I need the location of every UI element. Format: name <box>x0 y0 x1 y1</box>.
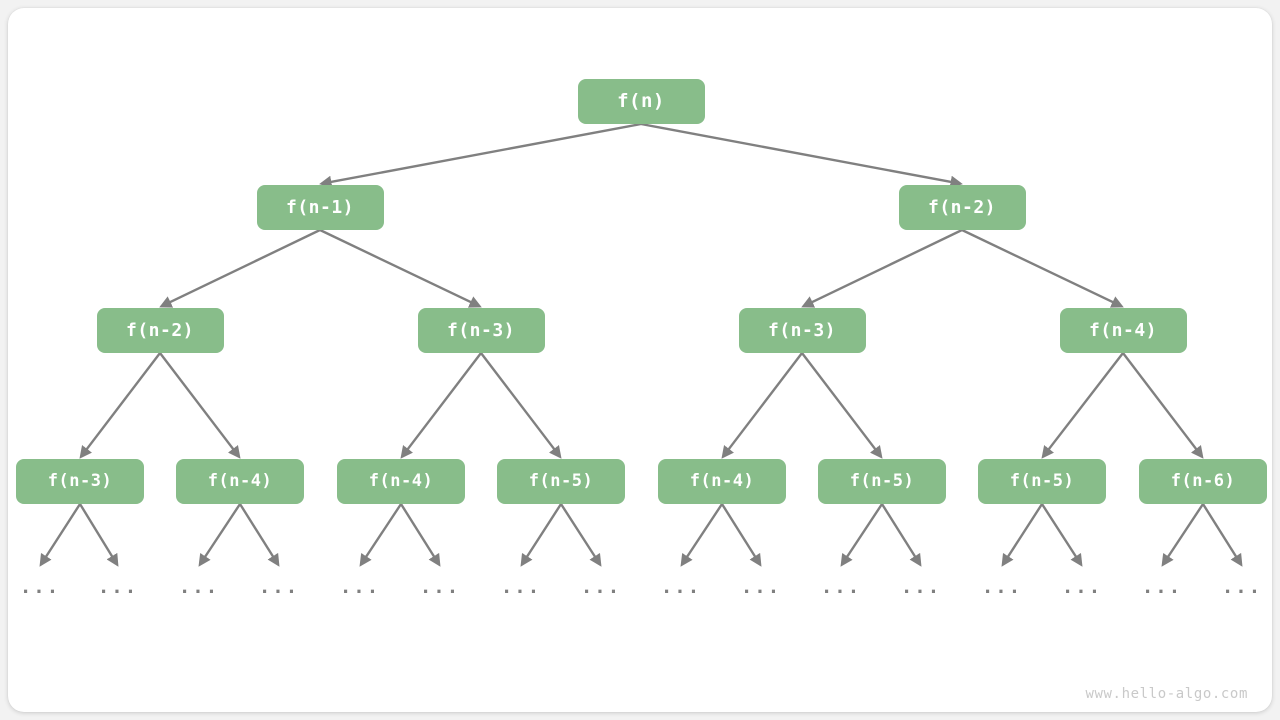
ellipsis-marker: ... <box>500 576 542 598</box>
ellipsis-marker: ... <box>900 576 942 598</box>
ellipsis-marker: ... <box>258 576 300 598</box>
tree-node: f(n-3) <box>16 458 144 504</box>
ellipsis-marker: ... <box>981 576 1023 598</box>
ellipsis-marker: ... <box>178 576 220 598</box>
tree-node: f(n-2) <box>898 184 1026 230</box>
tree-node: f(n-6) <box>1139 458 1267 504</box>
tree-node: f(n-5) <box>497 458 625 504</box>
ellipsis-marker: ... <box>1221 576 1263 598</box>
tree-node: f(n-5) <box>818 458 946 504</box>
tree-node: f(n-4) <box>658 458 786 504</box>
ellipsis-marker: ... <box>1061 576 1103 598</box>
ellipsis-marker: ... <box>19 576 61 598</box>
tree-node: f(n-1) <box>256 184 384 230</box>
ellipsis-marker: ... <box>419 576 461 598</box>
ellipsis-marker: ... <box>97 576 139 598</box>
tree-node: f(n) <box>577 78 705 124</box>
ellipsis-marker: ... <box>660 576 702 598</box>
tree-node: f(n-2) <box>96 307 224 353</box>
ellipsis-marker: ... <box>580 576 622 598</box>
tree-node: f(n-3) <box>738 307 866 353</box>
tree-node: f(n-5) <box>978 458 1106 504</box>
ellipsis-marker: ... <box>820 576 862 598</box>
tree-node: f(n-3) <box>417 307 545 353</box>
tree-node: f(n-4) <box>337 458 465 504</box>
tree-node: f(n-4) <box>1059 307 1187 353</box>
tree-node: f(n-4) <box>176 458 304 504</box>
watermark: www.hello-algo.com <box>1085 686 1248 702</box>
ellipsis-marker: ... <box>339 576 381 598</box>
ellipsis-marker: ... <box>740 576 782 598</box>
ellipsis-marker: ... <box>1141 576 1183 598</box>
